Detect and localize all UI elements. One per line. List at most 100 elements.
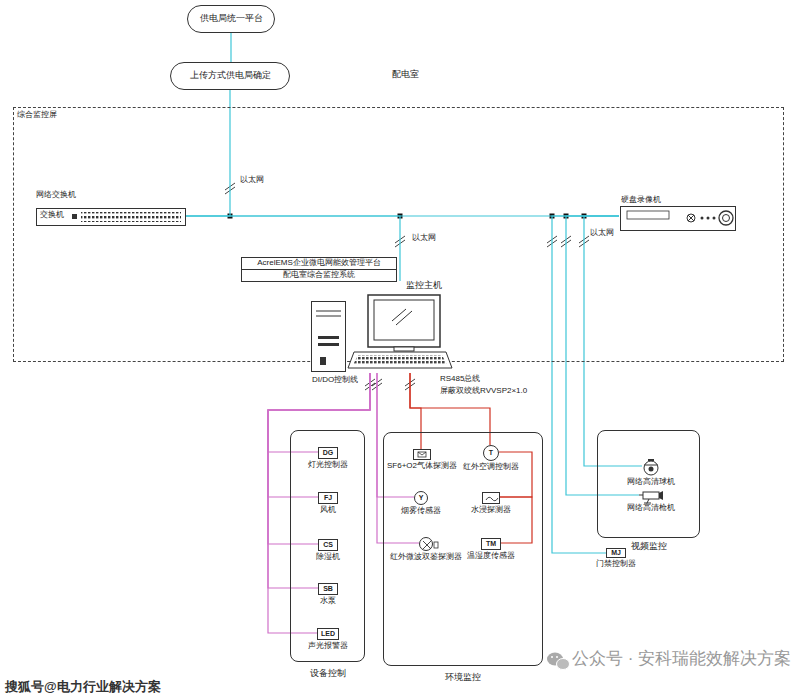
line-art [701,217,704,220]
node-caption: 水泵 [320,597,336,606]
line-art [647,499,649,503]
platform-box: 供电局统一平台 [187,5,275,33]
node-heading: 交换机 [40,211,64,220]
line-art [414,450,432,461]
node-text: TM [486,540,496,548]
dome-camera: 网络高清球机 [642,459,660,475]
line-art [353,355,447,365]
connector-line [186,216,400,281]
node-caption: 烟雾传感器 [401,507,441,516]
network-switch: 网络交换机交换机 [36,191,186,227]
node-caption: 除湿机 [316,553,340,562]
ethernet-label: 以太网 [240,176,264,185]
ac-controller: T红外空调控制器 [483,445,499,461]
node-heading: 网络交换机 [36,191,76,200]
gas-detector: SF6+O2气体探测器 [413,449,431,460]
wechat-logo [547,653,570,670]
connector-line [268,373,370,497]
node-caption: 网络高清球机 [627,478,675,487]
watermark: 公众号 · 安科瑞能效解决方案 [572,650,791,669]
node-caption: 门禁控制器 [596,560,636,569]
node-heading: 硬盘录像机 [621,196,661,205]
device-control-group: 设备控制DG灯光控制器FJ风机CS除湿机SB水泵LED声光报警器 [290,430,365,662]
line-art [648,459,654,461]
connector-line [410,373,490,445]
line-art [318,336,339,339]
node-caption: SF6+O2气体探测器 [387,462,457,471]
connector-line [186,90,230,216]
node-caption: 灯光控制器 [308,461,348,470]
line-art [556,656,558,658]
connector-line [500,497,532,543]
node-caption: 温湿度传感器 [467,552,515,561]
line-art [659,491,663,500]
smoke-sensor: Y烟雾传感器 [414,491,428,505]
node-caption: 红外空调控制器 [463,463,519,472]
connector-line [268,373,370,588]
line-art [423,541,431,549]
line-art [306,281,449,373]
line-art [639,491,663,501]
line-art [368,295,440,347]
node-text: MJ [611,549,621,557]
line-art [396,311,412,325]
bus-label: RS485总线 [440,375,480,384]
line-art [374,300,434,340]
node-caption: 视频监控 [631,542,667,552]
line-art [422,452,426,455]
line-art [318,343,339,346]
connector-line [566,216,639,495]
node-text: 供电局统一平台 [200,14,263,24]
line-art [348,352,452,368]
connector-line [584,216,642,466]
line-art [621,207,736,231]
node-caption: 红外微波双鉴探测器 [390,553,462,562]
node-text: AcrelEMS企业微电网能效管理平台 [257,259,381,268]
node-caption: 风机 [320,506,336,515]
monitor-panel-region: 综合监控屏网络交换机交换机 硬盘录像机 AcrelEMS企业微电网能效管理平台配电室… [13,107,784,362]
line-art [642,459,660,475]
line-art [713,217,716,220]
line-art [486,497,498,501]
cable-spec-label: 屏蔽双绞线RVVSP2×1.0 [440,387,527,396]
line-art [483,493,501,505]
node-caption: 水浸探测器 [471,506,511,515]
line-art [37,209,186,226]
line-art [627,211,669,219]
video-monitor-group: 视频监控网络高清球机网络高清枪机 [597,430,700,538]
dehumidifier: CS除湿机 [318,539,338,551]
line-art [316,316,341,317]
line-art [687,214,695,222]
connector-line [268,373,370,452]
node-caption: 网络高清枪机 [627,504,675,513]
video-recorder: 硬盘录像机 [619,196,737,233]
connector-line [268,373,370,633]
environment-monitor-group: 环境监控SF6+O2气体探测器T红外空调控制器Y烟雾传感器水浸探测器红外微波双鉴… [383,432,543,666]
line-art [639,495,643,496]
line-art [719,211,733,225]
cable-slash-marks [225,183,589,390]
line-art [688,215,694,221]
line-art [418,452,426,457]
line-art [551,656,553,658]
connector-line [499,452,532,497]
line-art [643,492,659,499]
node-text: 配电室综合监控系统 [283,271,355,280]
node-heading: 综合监控屏 [17,111,57,120]
line-art [707,217,710,220]
line-art [418,452,422,455]
node-text: FJ [324,494,332,502]
node-text: SB [323,585,333,593]
line-art [394,347,414,351]
node-caption: 环境监控 [445,673,481,683]
line-art [72,214,77,219]
line-art [688,215,694,221]
node-text: LED [321,630,335,638]
line-art [644,461,658,475]
line-art [420,538,434,552]
line-art [316,311,341,312]
upload-box: 上传方式供电局确定 [170,62,290,90]
monitor-host: 监控主机 [306,281,449,373]
node-text: Y [419,494,424,502]
line-art [81,212,181,222]
